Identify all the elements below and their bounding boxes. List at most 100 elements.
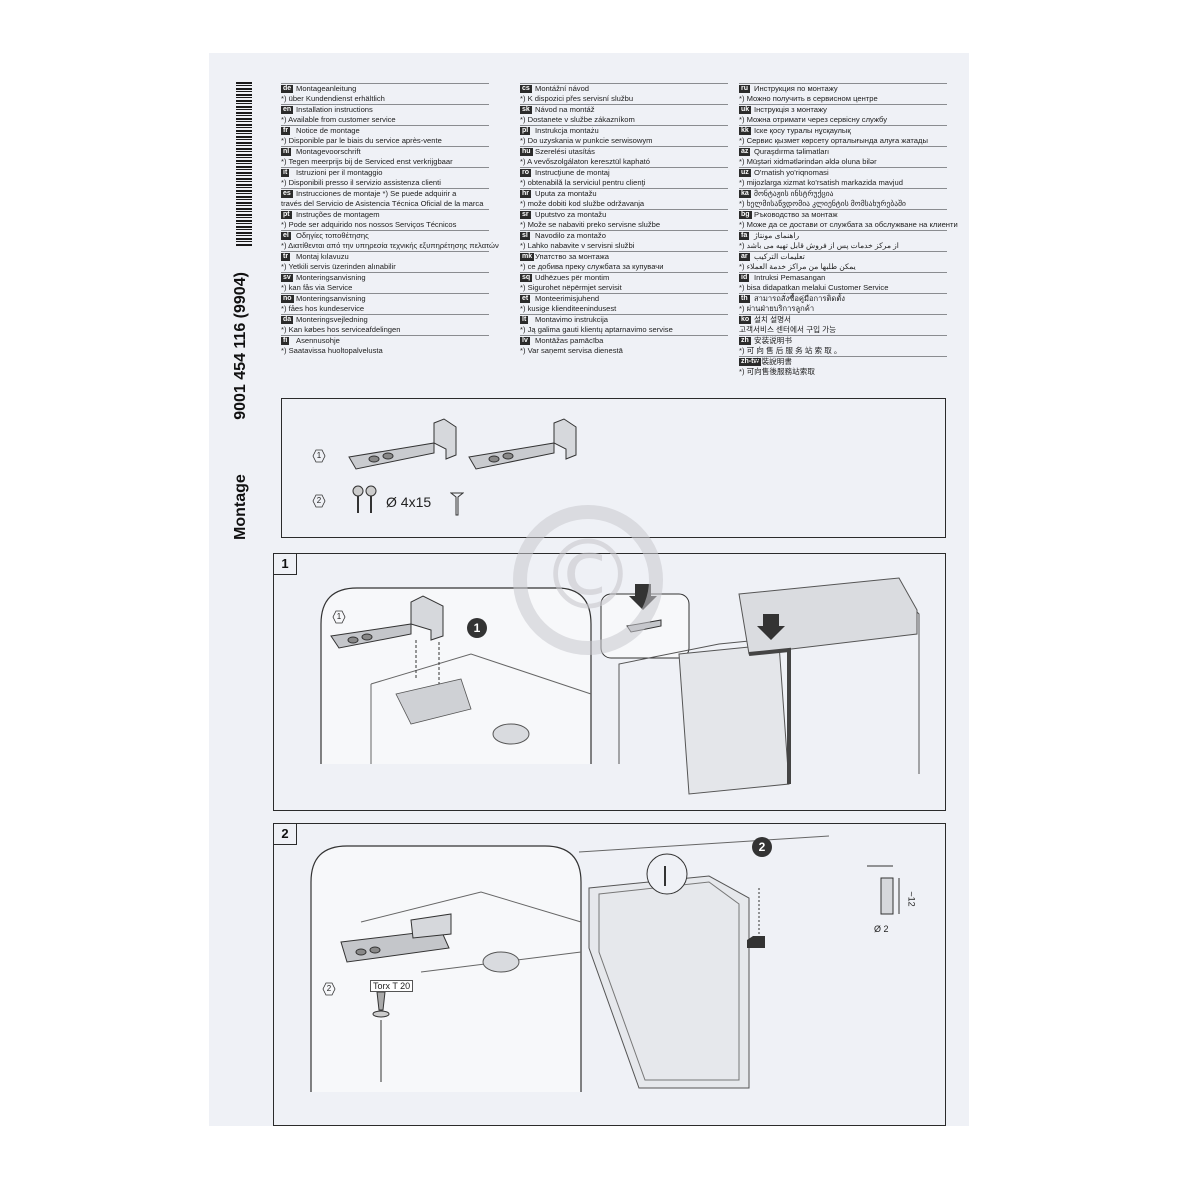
language-code: th: [739, 295, 750, 303]
language-title: Szerelési utasítás: [535, 147, 595, 156]
language-note: *) از مرکز خدمات پس از فروش قابل تهیه می…: [739, 241, 899, 250]
language-note: *) bisa didapatkan melalui Customer Serv…: [739, 283, 889, 292]
language-note: *) Yetkili servis üzerinden alınabilir: [281, 262, 396, 271]
step2-box: 2 2 Torx T 20 2 ~12 Ø 2: [273, 823, 946, 1126]
language-title: Asennusohje: [296, 336, 340, 345]
language-title: Інструкція з монтажу: [754, 105, 827, 114]
language-code: en: [281, 106, 294, 114]
language-note: *) über Kundendienst erhältlich: [281, 94, 385, 103]
language-row: pl Instrukcja montażu*) Do uzyskania w pu…: [520, 125, 728, 146]
language-code: sr: [520, 211, 531, 219]
language-code: uk: [739, 106, 752, 114]
language-note: *) Сервис қызмет көрсету орталығында алу…: [739, 136, 928, 145]
language-row: nl Montagevoorschrift*) Tegen meerprijs b…: [281, 146, 489, 167]
language-title: Montāžas pamācība: [535, 336, 604, 345]
step2-callout: 2: [752, 837, 772, 857]
language-title: Οδηγίες τοποθέτησης: [296, 231, 369, 240]
language-note: *) fåes hos kundeservice: [281, 304, 365, 313]
language-code: mk: [520, 253, 535, 261]
language-note: *) Sigurohet nëpërmjet servisit: [520, 283, 622, 292]
language-title: Упатство за монтажа: [535, 252, 609, 261]
language-code: no: [281, 295, 294, 303]
language-code: bg: [739, 211, 752, 219]
language-code: nl: [281, 148, 292, 156]
dishwasher-door-illustration: [579, 835, 829, 1089]
language-title: Monteringsanvisning: [296, 294, 366, 303]
language-code: sl: [520, 232, 530, 240]
language-title: Instrukcja montażu: [535, 126, 599, 135]
language-title: 安装说明书: [754, 336, 792, 345]
language-code: kk: [739, 127, 751, 135]
language-code: sk: [520, 106, 532, 114]
copyright-symbol: ©: [540, 519, 636, 632]
language-note: *) Available from customer service: [281, 115, 396, 124]
document-heading: Montage: [232, 474, 249, 540]
language-title: O'rnatish yo'riqnomasi: [754, 168, 829, 177]
language-note: *) Do uzyskania w punkcie serwisowym: [520, 136, 653, 145]
language-note: *) يمكن طلبها من مراكز خدمة العملاء: [739, 262, 856, 271]
language-note: 고객서비스 센터에서 구입 가능: [739, 325, 837, 334]
language-code: pt: [281, 211, 292, 219]
language-note: *) mijozlarga xizmat ko'rsatish markazid…: [739, 178, 903, 187]
language-title: Monteerimisjuhend: [535, 294, 600, 303]
language-row: sl Navodilo za montažo*) Lahko nabavite v…: [520, 230, 728, 251]
dimension-diameter: Ø 2: [874, 924, 889, 934]
language-code: hu: [520, 148, 533, 156]
screw-spec: Ø 4x15: [386, 494, 432, 510]
language-code: id: [739, 274, 750, 282]
language-note: *) Disponible par le biais du service ap…: [281, 136, 442, 145]
language-title: Montavimo instrukcija: [535, 315, 609, 324]
language-code: pl: [520, 127, 531, 135]
language-title: Intruksi Pemasangan: [754, 273, 826, 282]
language-title: Instrucciones de montaje *) Se puede adq…: [296, 189, 457, 198]
language-code: hr: [520, 190, 531, 198]
language-note: *) A vevőszolgálaton keresztül kapható: [520, 157, 651, 166]
language-code: ar: [739, 253, 750, 261]
language-title: 安裝說明書: [754, 357, 792, 366]
language-title: Navodilo za montažo: [535, 231, 606, 240]
torx-label: Torx T 20: [370, 980, 414, 992]
step1-part-hex-label: 1: [332, 610, 346, 624]
language-title: Montagevoorschrift: [296, 147, 361, 156]
language-title: Montageanleitung: [296, 84, 357, 93]
language-note: *) ผ่านฝ่ายบริการลูกค้า: [739, 304, 815, 313]
language-title: Ръководство за монтаж: [754, 210, 838, 219]
language-code: sv: [281, 274, 293, 282]
language-code: de: [281, 85, 294, 93]
language-note: *) Lahko nabavite v servisni službi: [520, 241, 635, 250]
drill-dimension-diagram: [867, 865, 900, 915]
language-note: *) Saatavissa huoltopalvelusta: [281, 346, 383, 355]
language-code: fr: [281, 127, 291, 135]
language-code: it: [281, 169, 290, 177]
language-note: *) Tegen meerprijs bij de Serviced enst …: [281, 157, 453, 166]
language-title: Instrucţiune de montaj: [535, 168, 610, 177]
language-note: *) Ją galima gauti klientų aptarnavimo s…: [520, 325, 673, 334]
language-title: Monteringsanvisning: [296, 273, 366, 282]
